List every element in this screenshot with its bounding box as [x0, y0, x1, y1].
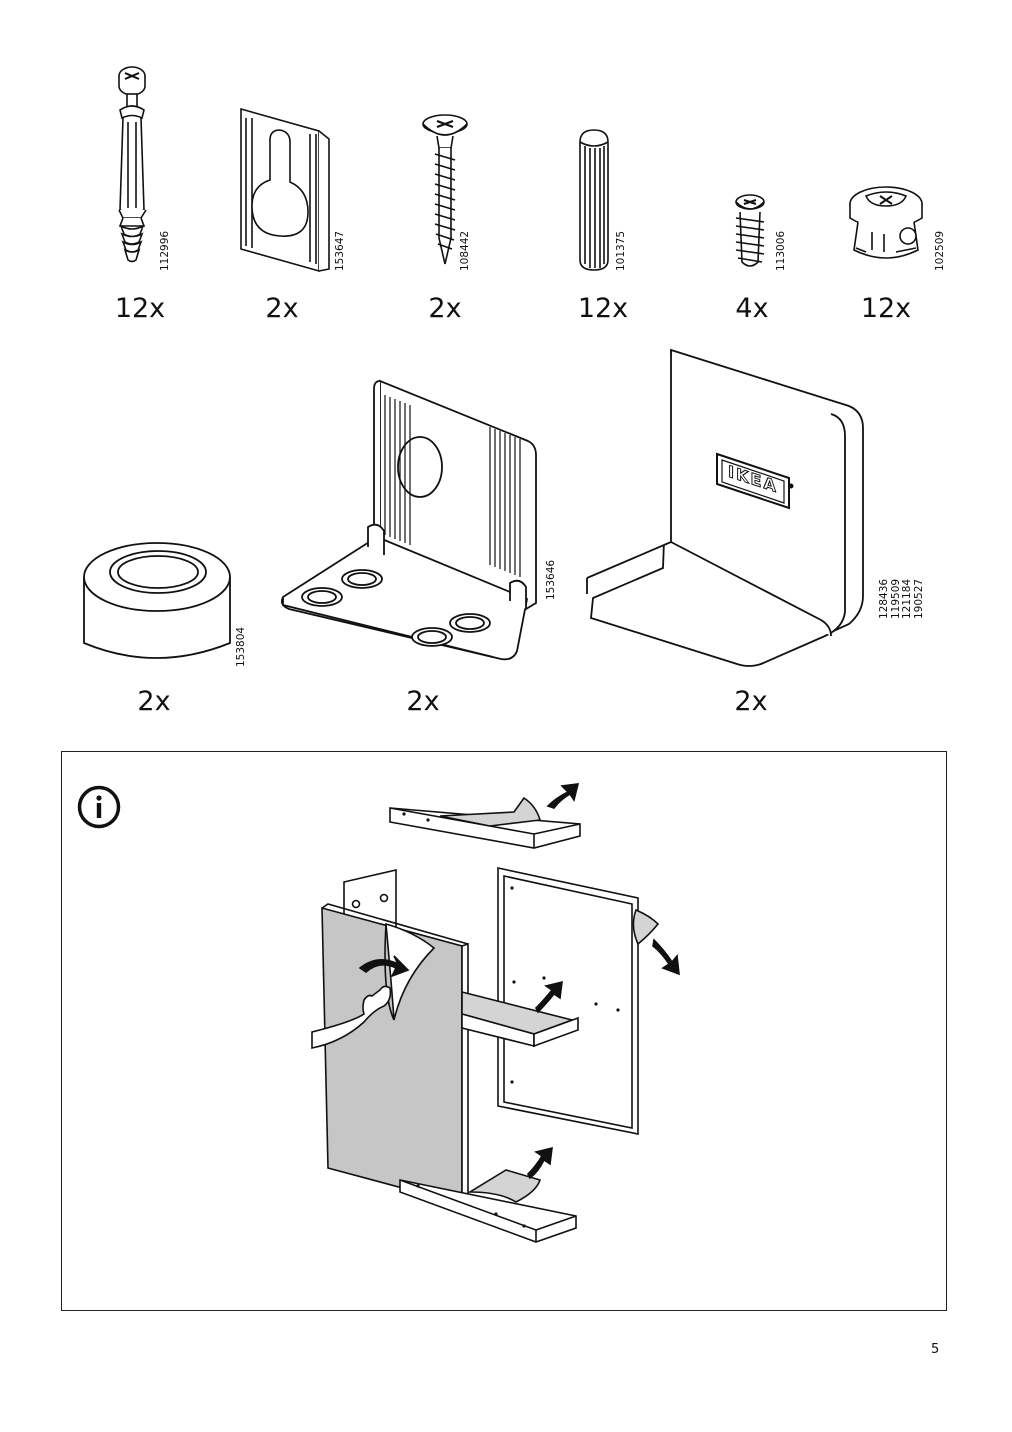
short-screw-icon [735, 194, 765, 267]
part-id: 153646 [545, 559, 557, 600]
info-panel [61, 751, 947, 1311]
cam-lock-icon [849, 186, 923, 259]
part-id: 121184 [901, 578, 913, 619]
round-foot-icon [83, 542, 231, 659]
cam-bolt-icon [118, 66, 147, 263]
keyhole-bracket-icon [240, 107, 330, 273]
angle-bracket-icon [280, 379, 537, 661]
wood-screw-icon [422, 114, 468, 265]
part-id-list: 128436 119509 121184 190527 [878, 539, 925, 619]
part-id: 153647 [334, 230, 346, 271]
part-quantity: 2x [265, 293, 299, 324]
page-number: 5 [931, 1342, 940, 1357]
wooden-dowel-icon [579, 129, 609, 271]
part-id: 101375 [615, 230, 627, 271]
peel-film-illustration [311, 783, 680, 1243]
part-quantity: 2x [734, 686, 768, 717]
part-id: 112996 [159, 230, 171, 271]
part-quantity: 12x [577, 293, 629, 324]
part-id: 113006 [775, 230, 787, 271]
part-id: 153804 [235, 626, 247, 667]
part-quantity: 12x [114, 293, 166, 324]
part-id: 102509 [934, 230, 946, 271]
part-quantity: 2x [406, 686, 440, 717]
l-bracket-icon: IKEA [586, 348, 864, 667]
part-id: 108442 [459, 230, 471, 271]
part-id: 128436 [878, 578, 890, 619]
info-icon [77, 785, 121, 829]
part-quantity: 4x [735, 293, 769, 324]
part-id: 190527 [912, 578, 925, 619]
part-quantity: 2x [428, 293, 462, 324]
part-quantity: 12x [860, 293, 912, 324]
part-quantity: 2x [137, 686, 171, 717]
